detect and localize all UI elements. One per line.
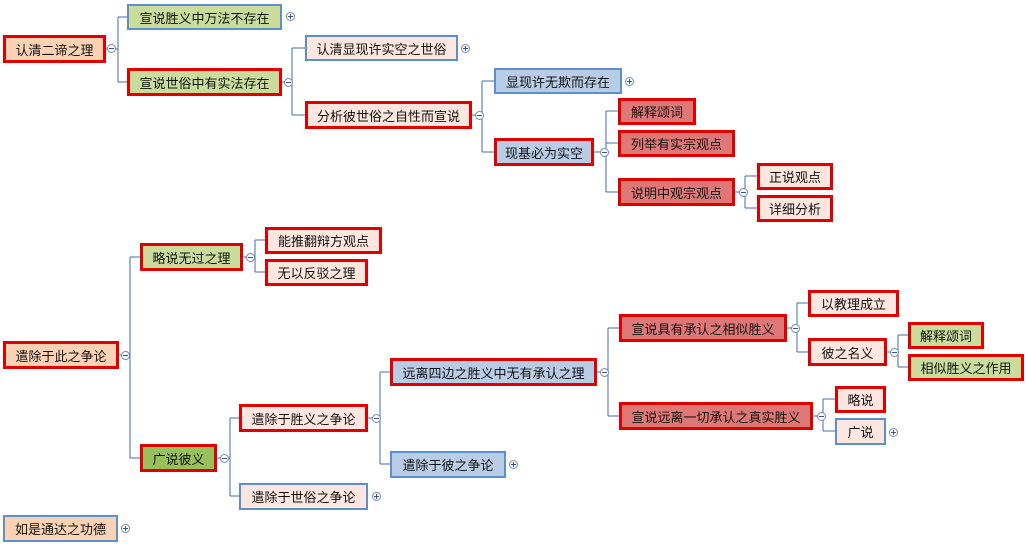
topic-n2a2[interactable]: 无以反驳之理 xyxy=(265,259,368,286)
topic-n2a[interactable]: 略说无过之理 xyxy=(140,243,243,271)
collapse-toggle-icon[interactable] xyxy=(220,454,229,463)
expand-toggle-icon[interactable] xyxy=(509,460,518,469)
topic-n3[interactable]: 如是通达之功德 xyxy=(3,515,118,542)
topic-n2b1a2[interactable]: 宣说远离一切承认之真实胜义 xyxy=(619,402,813,430)
topic-n2b[interactable]: 广说彼义 xyxy=(140,444,217,472)
expand-toggle-icon[interactable] xyxy=(889,428,898,437)
topic-n2b1a1x[interactable]: 以教理成立 xyxy=(808,290,899,317)
topic-n2b1a2x[interactable]: 略说 xyxy=(835,386,886,413)
topic-n2b2[interactable]: 遣除于世俗之争论 xyxy=(239,483,368,510)
collapse-toggle-icon[interactable] xyxy=(107,44,116,53)
topic-n2b1[interactable]: 遣除于胜义之争论 xyxy=(239,404,368,432)
collapse-toggle-icon[interactable] xyxy=(284,78,293,87)
topic-n1b2a[interactable]: 显现许无欺而存在 xyxy=(494,68,622,94)
collapse-toggle-icon[interactable] xyxy=(121,351,130,360)
expand-toggle-icon[interactable] xyxy=(461,44,470,53)
collapse-toggle-icon[interactable] xyxy=(600,368,609,377)
topic-n1b2b3b[interactable]: 详细分析 xyxy=(757,195,833,222)
expand-toggle-icon[interactable] xyxy=(121,524,130,533)
topic-n1b2b3[interactable]: 说明中观宗观点 xyxy=(618,178,735,206)
collapse-toggle-icon[interactable] xyxy=(791,324,800,333)
topic-n2[interactable]: 遣除于此之争论 xyxy=(3,341,119,369)
collapse-toggle-icon[interactable] xyxy=(372,414,381,423)
topic-n1b2[interactable]: 分析彼世俗之自性而宣说 xyxy=(305,101,472,129)
collapse-toggle-icon[interactable] xyxy=(890,348,899,357)
topic-n2b1a1y[interactable]: 彼之名义 xyxy=(808,338,887,366)
topic-n2b1a[interactable]: 远离四边之胜义中无有承认之理 xyxy=(390,358,597,386)
topic-n2a1[interactable]: 能推翻辩方观点 xyxy=(265,227,382,254)
topic-n1b2b3a[interactable]: 正说观点 xyxy=(757,163,833,190)
topic-n1b1[interactable]: 认清显现许实空之世俗 xyxy=(305,35,458,61)
topic-n1b2b1[interactable]: 解释颂词 xyxy=(618,98,696,125)
collapse-toggle-icon[interactable] xyxy=(739,188,748,197)
topic-n1[interactable]: 认清二谛之理 xyxy=(3,35,106,63)
topic-n2b1a2y[interactable]: 广说 xyxy=(835,418,886,445)
topic-n1a[interactable]: 宣说胜义中万法不存在 xyxy=(127,4,282,30)
topic-n1b2b[interactable]: 现基必为实空 xyxy=(494,138,594,166)
topic-n1b[interactable]: 宣说世俗中有实法存在 xyxy=(127,68,282,96)
topic-n2b1a1[interactable]: 宣说具有承认之相似胜义 xyxy=(619,314,787,342)
collapse-toggle-icon[interactable] xyxy=(817,412,826,421)
collapse-toggle-icon[interactable] xyxy=(475,111,484,120)
collapse-toggle-icon[interactable] xyxy=(246,253,255,262)
expand-toggle-icon[interactable] xyxy=(372,492,381,501)
expand-toggle-icon[interactable] xyxy=(286,12,295,21)
topic-n1b2b2[interactable]: 列举有实宗观点 xyxy=(618,130,735,157)
topic-n2b1b[interactable]: 遣除于彼之争论 xyxy=(390,451,506,478)
topic-n2b1a1y2[interactable]: 相似胜义之作用 xyxy=(908,354,1024,381)
topic-n2b1a1y1[interactable]: 解释颂词 xyxy=(908,322,984,349)
expand-toggle-icon[interactable] xyxy=(625,77,634,86)
collapse-toggle-icon[interactable] xyxy=(600,148,609,157)
